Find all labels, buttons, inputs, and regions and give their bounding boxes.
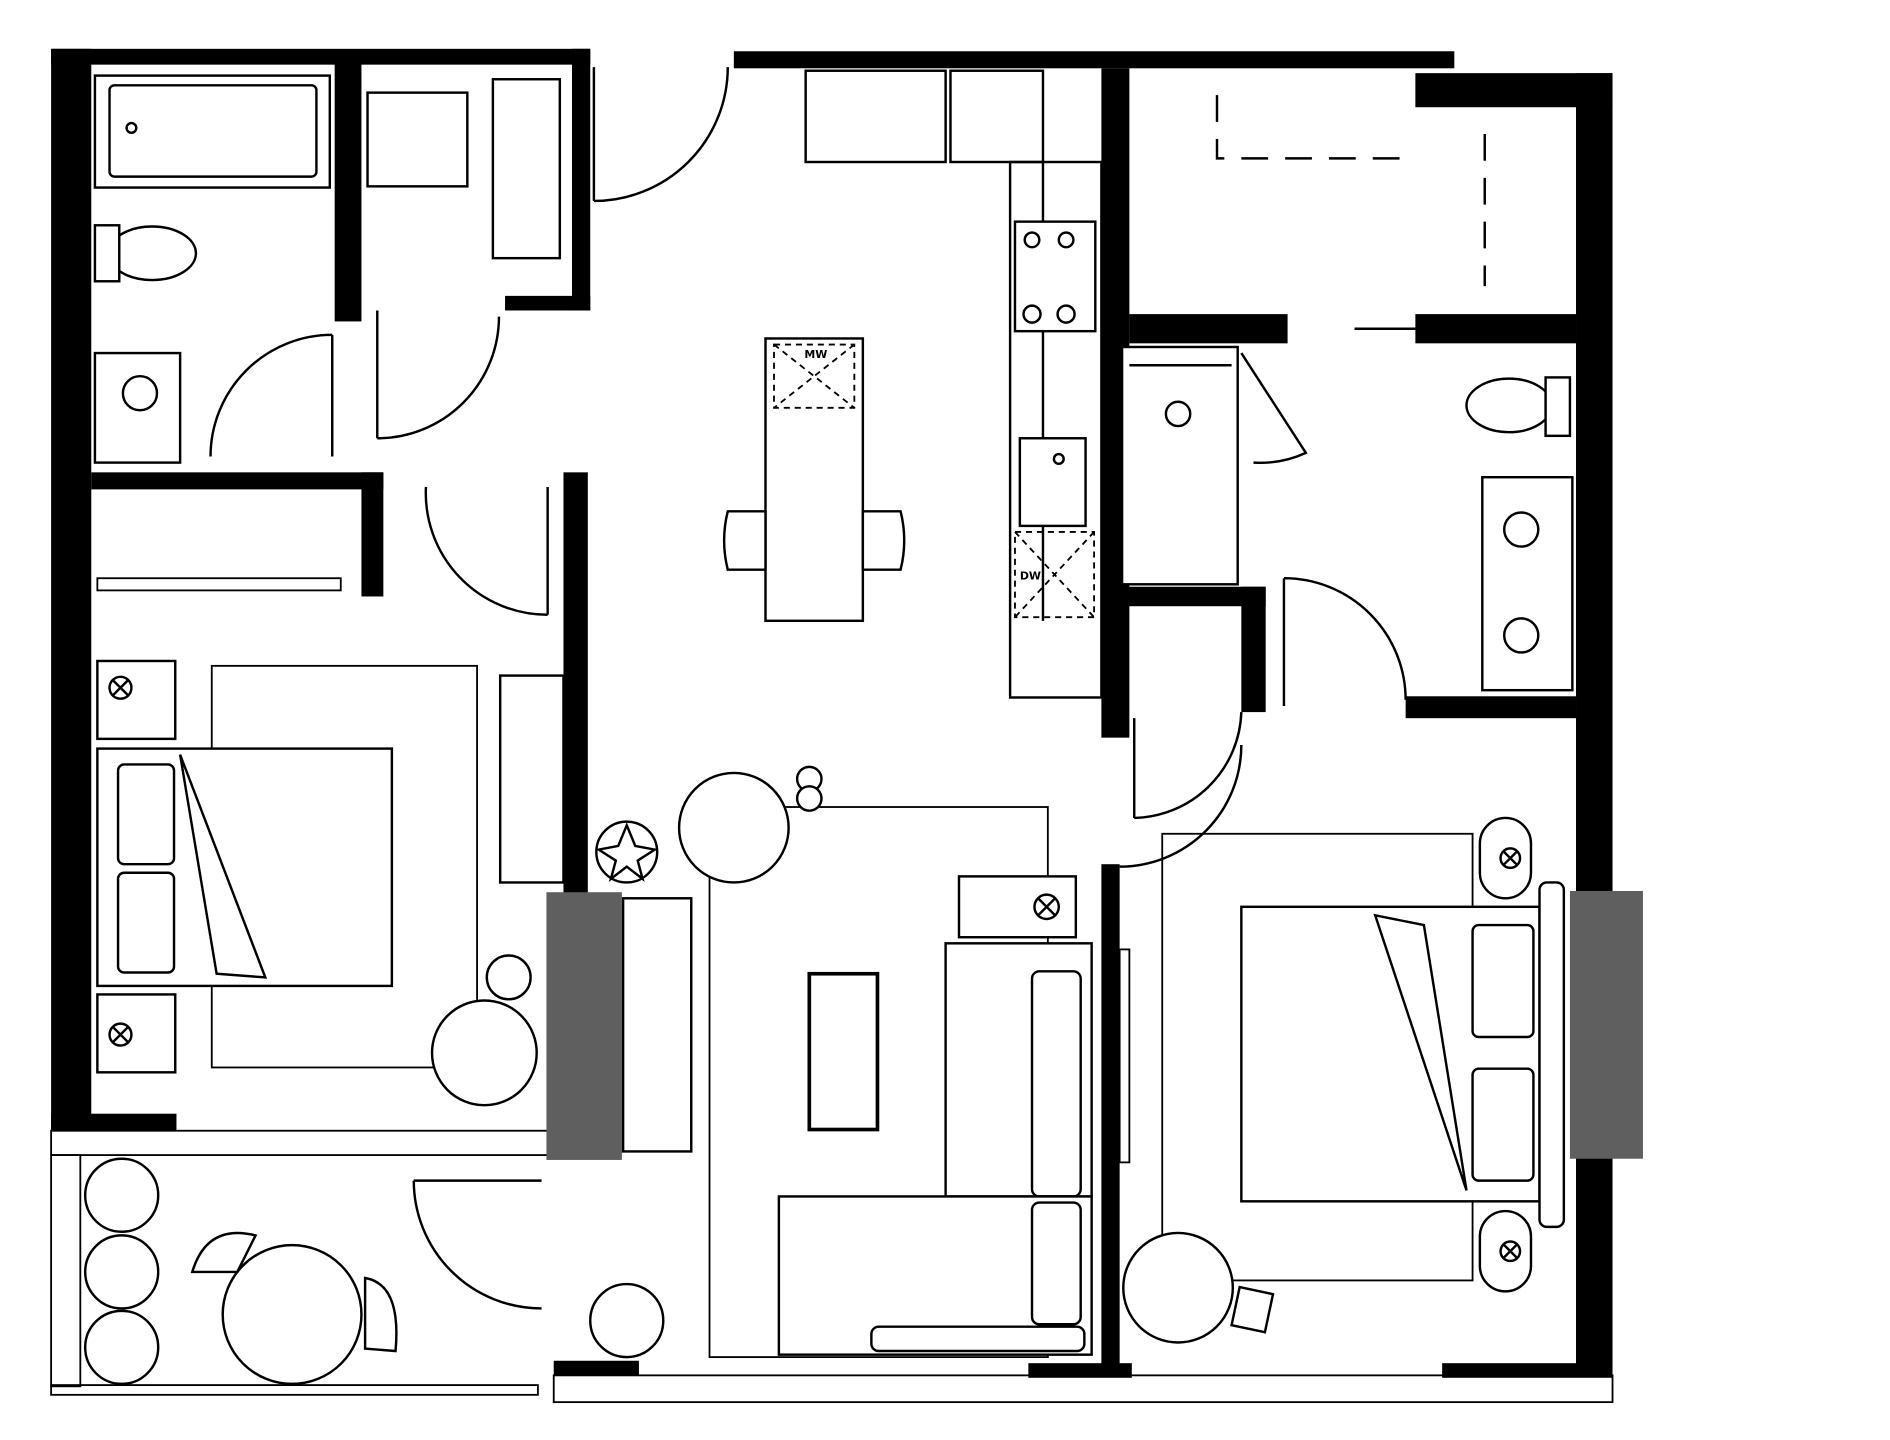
stool [861,510,906,571]
bathroom-2-fixtures [1120,95,1574,692]
toilet-icon [107,225,198,282]
armchair [430,999,538,1107]
stove [1013,220,1097,333]
bed [96,747,394,988]
kitchen: DW MW [722,69,1103,699]
dishwasher [1014,531,1095,619]
patio-table [221,1243,363,1386]
sofa-chaise [777,1195,1093,1356]
plant-icon [589,1282,665,1359]
bathroom-1-fixtures [93,74,562,464]
walls [51,48,1613,1378]
columns [546,890,1643,1160]
sink-icon [121,374,159,412]
dishwasher-label: DW [1020,569,1041,582]
sofa [944,942,1093,1198]
side-table [957,875,1078,939]
plant-icon [83,1309,160,1386]
bedroom-1-furniture [96,577,693,1153]
plant-icon [83,1234,160,1310]
kitchen-island [764,337,865,623]
microwave [773,343,856,409]
doors [209,67,1488,1310]
coffee-table [807,971,880,1132]
lounge-chair [677,771,790,884]
bed [1240,905,1541,1203]
bedroom-2-furniture [1118,816,1566,1344]
plant-icon [83,1157,160,1233]
plant-icon [595,820,659,884]
kitchen-sink [1018,437,1087,528]
microwave-label: MW [804,348,827,361]
living-room-furniture [589,765,1093,1359]
balcony-furniture [83,1157,398,1386]
headboard [1538,881,1566,1229]
armchair [1122,1231,1235,1344]
desk [621,897,693,1153]
stool [722,510,767,571]
dresser [498,674,565,884]
